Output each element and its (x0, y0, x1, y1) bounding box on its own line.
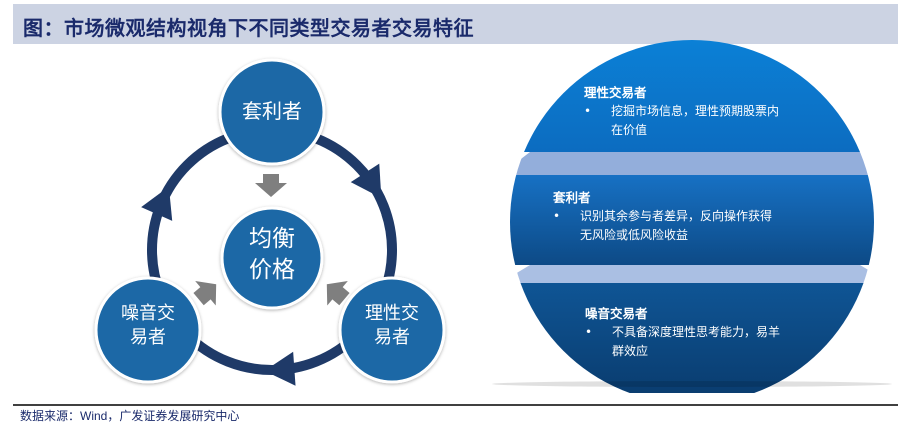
figure-title: 图：市场微观结构视角下不同类型交易者交易特征 (23, 16, 474, 40)
connector-band (510, 152, 874, 175)
label-noise-trader: 噪音交 易者 (98, 302, 198, 351)
band-title: 噪音交易者 (585, 306, 648, 321)
circle-equilibrium-price (220, 206, 324, 310)
band-title: 套利者 (553, 190, 591, 205)
footer-divider (13, 404, 898, 406)
label-arbitrageur: 套利者 (242, 99, 302, 123)
band-line: 在价值 (611, 123, 648, 137)
label-line: 易者 (374, 327, 410, 349)
label-rational-trader: 理性交 易者 (342, 302, 442, 351)
bullet: • (584, 104, 592, 118)
circle-noise-trader (94, 276, 202, 384)
circle-arbitrageur (218, 58, 326, 166)
arrowhead-icon (141, 186, 173, 221)
circle-rational-trader (338, 276, 446, 384)
band-line: 识别其余参与者差异，反向操作获得 (580, 209, 773, 223)
band-arbitrage (510, 175, 874, 265)
band-line: 群效应 (612, 344, 649, 358)
label-line: 价格 (249, 257, 295, 284)
header-bar: 图：市场微观结构视角下不同类型交易者交易特征 (13, 4, 898, 44)
gray-arrow-upright-icon (193, 281, 217, 306)
band-line: 无风险或低风险收益 (580, 228, 689, 242)
arrowhead-icon (350, 163, 382, 199)
connector-band (510, 265, 874, 283)
label-line: 理性交 (365, 303, 419, 324)
label-equilibrium-price: 均衡 价格 (222, 224, 322, 286)
band-arbitrage-text: 套利者 • 识别其余参与者差异，反向操作获得 无风险或低风险收益 (553, 188, 772, 245)
band-rational-text: 理性交易者 • 挖掘市场信息，理性预期股票内 在价值 (584, 83, 779, 140)
disc-shadow (492, 381, 892, 387)
label-line: 均衡 (249, 226, 295, 252)
source-note: 数据来源：Wind，广发证券发展研究中心 (20, 409, 240, 423)
arrowhead-icon (264, 351, 296, 386)
bullet: • (553, 209, 561, 223)
gray-arrow-upleft-icon (326, 281, 350, 306)
gray-arrow-down-icon (255, 174, 287, 197)
label-line: 噪音交 (121, 303, 175, 324)
bullet: • (585, 325, 593, 339)
label-line: 易者 (130, 327, 166, 349)
band-line: 不具备深度理性思考能力，易羊 (612, 325, 781, 339)
band-line: 挖掘市场信息，理性预期股票内 (611, 104, 780, 118)
band-noise-text: 噪音交易者 • 不具备深度理性思考能力，易羊 群效应 (585, 304, 780, 361)
band-title: 理性交易者 (584, 85, 647, 100)
